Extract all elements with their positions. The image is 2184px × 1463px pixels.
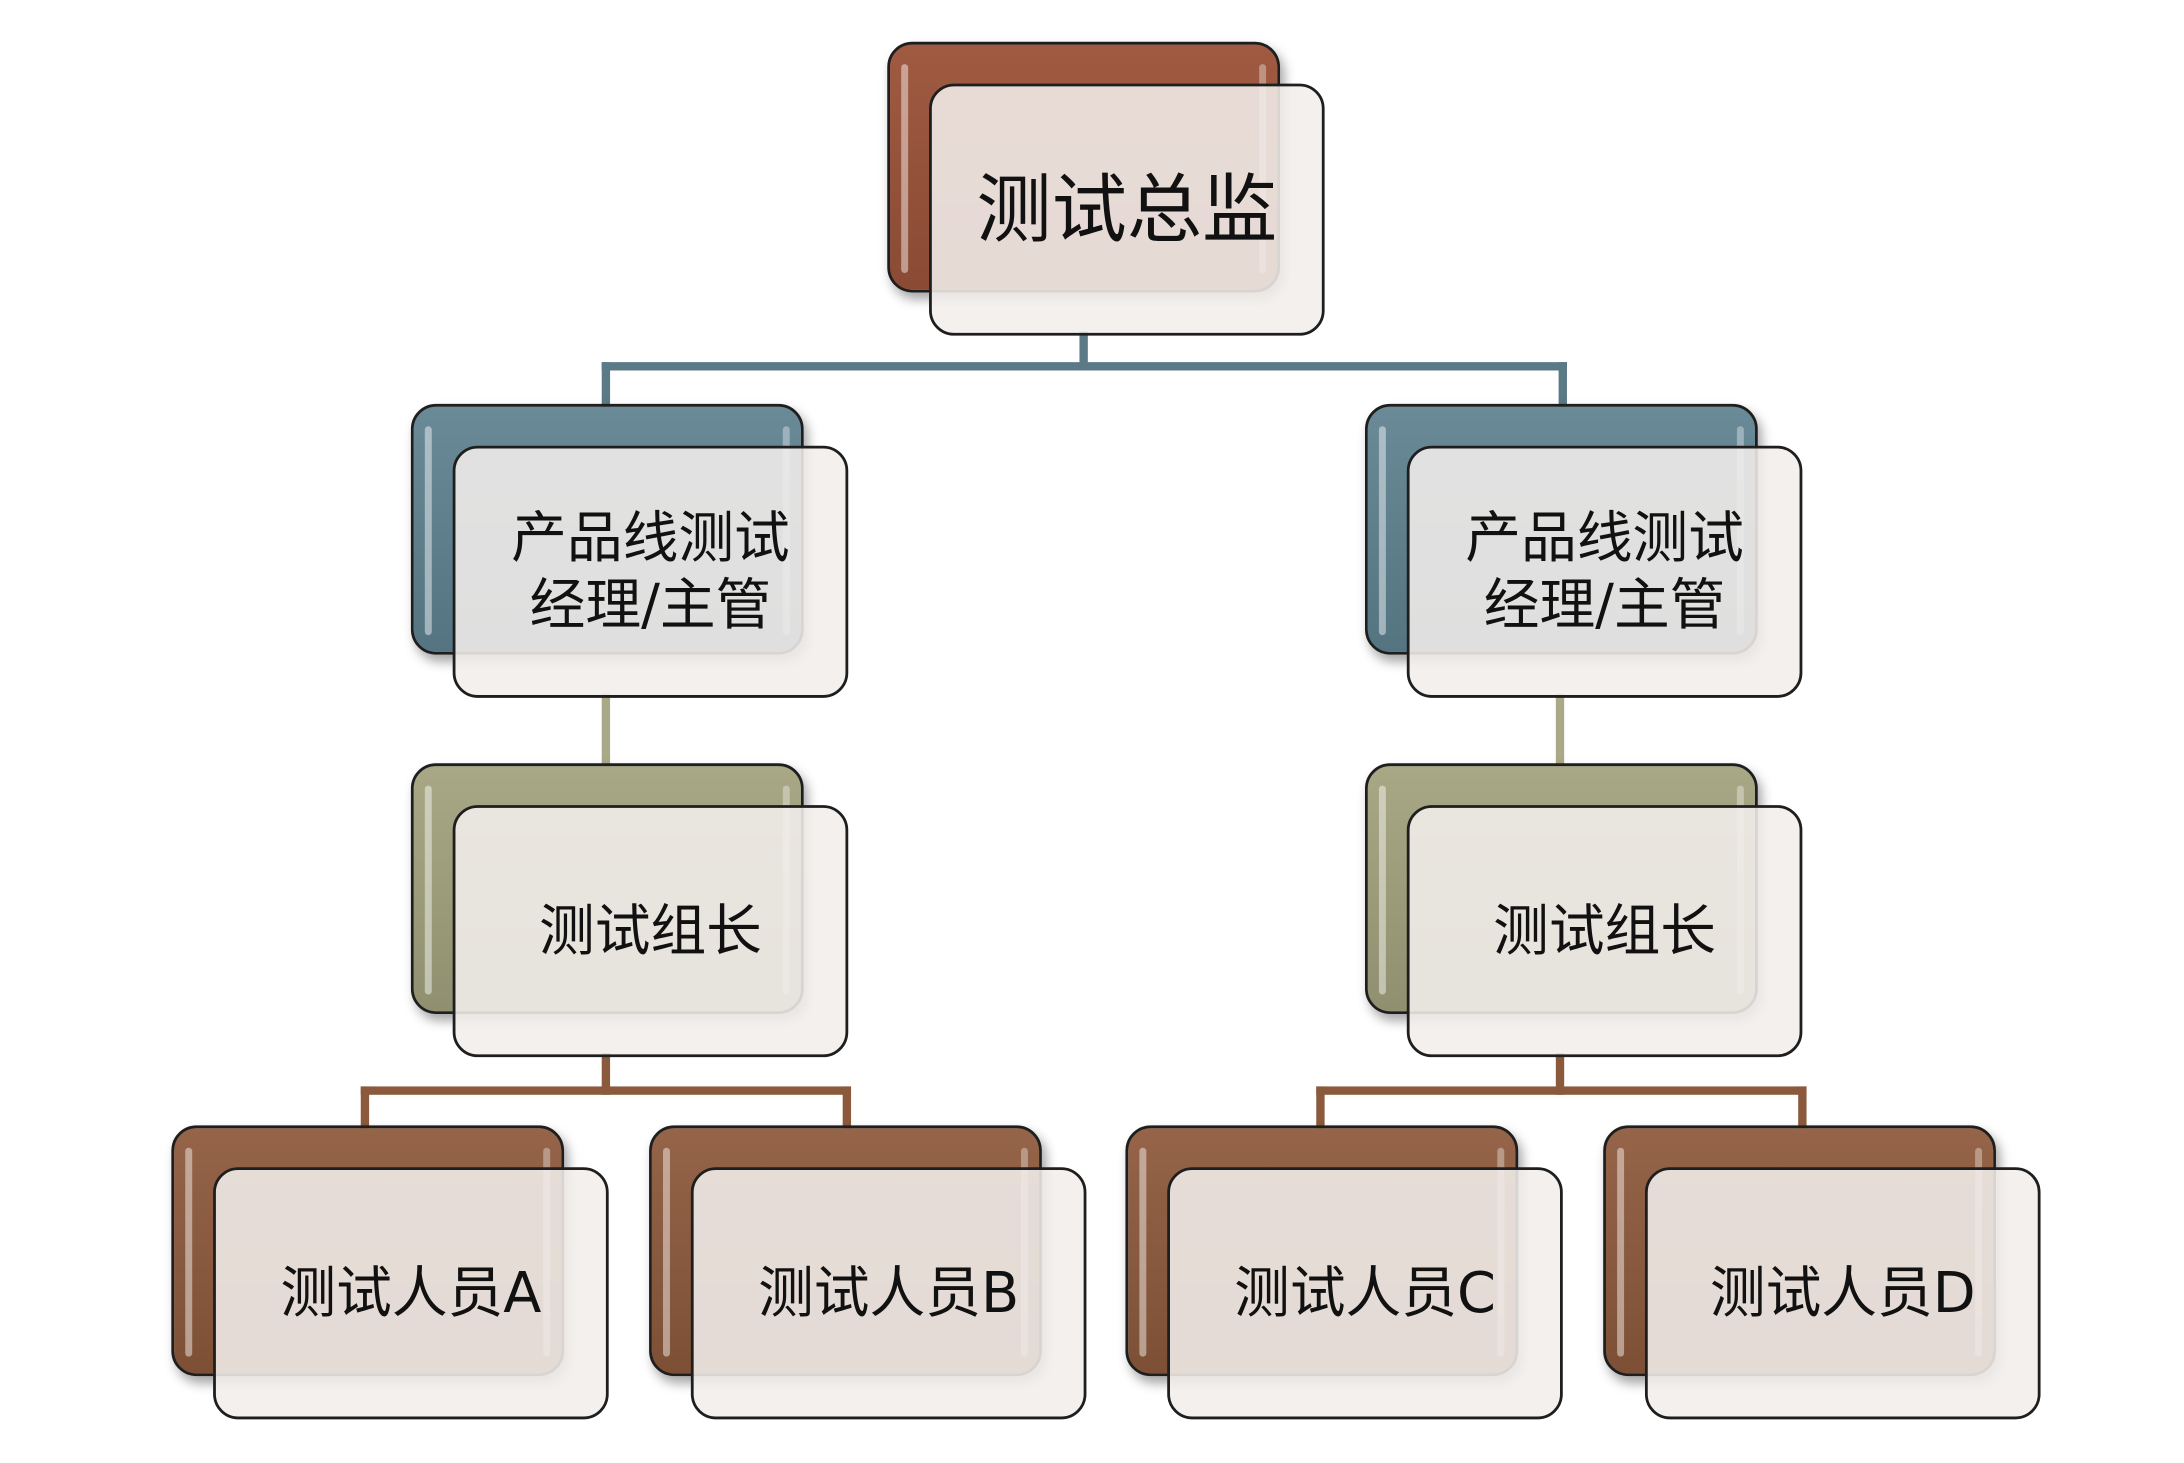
node-label: 测试总监 [929,83,1325,336]
connector-top-horizontal [601,362,1567,371]
node-tester-c: 测试人员C [1125,1125,1563,1420]
node-test-lead-left: 测试组长 [410,763,849,1058]
connector-bottom-right-d [1798,1086,1807,1129]
connector-mid-left [601,693,611,767]
connector-mid-right [1555,693,1565,767]
connector-bottom-right-c [1316,1086,1325,1129]
connector-top-right-drop [1558,362,1567,407]
node-product-line-manager-right: 产品线测试 经理/主管 [1365,403,1803,698]
node-label: 产品线测试 经理/主管 [452,445,849,698]
node-label: 产品线测试 经理/主管 [1406,445,1803,698]
node-tester-d: 测试人员D [1603,1125,2041,1420]
connector-top-left-drop [601,362,611,407]
connector-bottom-right-vertical [1555,1053,1565,1095]
node-label: 测试人员A [213,1167,609,1420]
node-test-director: 测试总监 [887,41,1325,336]
connector-top-vertical [1079,331,1088,371]
connector-bottom-right-horizontal [1316,1086,1807,1095]
node-tester-b: 测试人员B [649,1125,1087,1420]
node-label: 测试组长 [1406,805,1803,1058]
connector-bottom-left-vertical [601,1053,611,1095]
node-tester-a: 测试人员A [171,1125,609,1420]
connector-bottom-left-b [842,1086,852,1129]
node-label: 测试人员B [690,1167,1087,1420]
node-label: 测试组长 [452,805,849,1058]
connector-bottom-left-a [360,1086,370,1129]
node-label: 测试人员D [1644,1167,2041,1420]
connector-bottom-left-horizontal [360,1086,852,1095]
node-product-line-manager-left: 产品线测试 经理/主管 [410,403,849,698]
node-test-lead-right: 测试组长 [1365,763,1803,1058]
node-label: 测试人员C [1167,1167,1563,1420]
